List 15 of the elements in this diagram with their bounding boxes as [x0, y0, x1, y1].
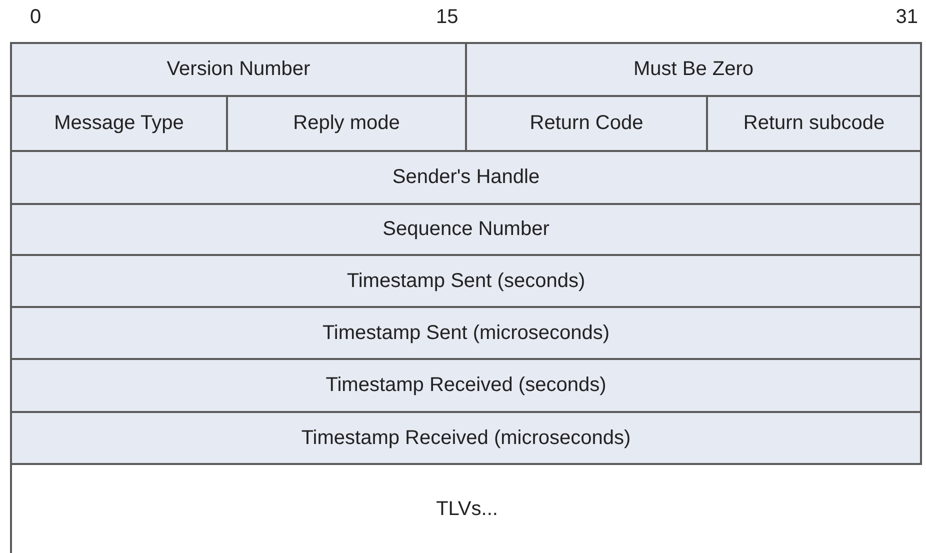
header-field: Timestamp Sent (seconds): [10, 254, 922, 308]
bit-position: 15: [436, 6, 458, 29]
bit-position: 0: [30, 6, 42, 29]
header-field: Return Code: [465, 95, 708, 152]
header-field: Return subcode: [706, 95, 922, 152]
header-field: Sequence Number: [10, 203, 922, 256]
header-field: Version Number: [10, 42, 467, 97]
header-field: Timestamp Sent (microseconds): [10, 306, 922, 360]
header-field: Reply mode: [226, 95, 467, 152]
header-field: Message Type: [10, 95, 228, 152]
header-field: Must Be Zero: [465, 42, 922, 97]
header-field: Sender's Handle: [10, 150, 922, 205]
header-field: Timestamp Received (microseconds): [10, 411, 922, 465]
header-field: Timestamp Received (seconds): [10, 358, 922, 413]
bit-position: 31: [896, 6, 918, 29]
